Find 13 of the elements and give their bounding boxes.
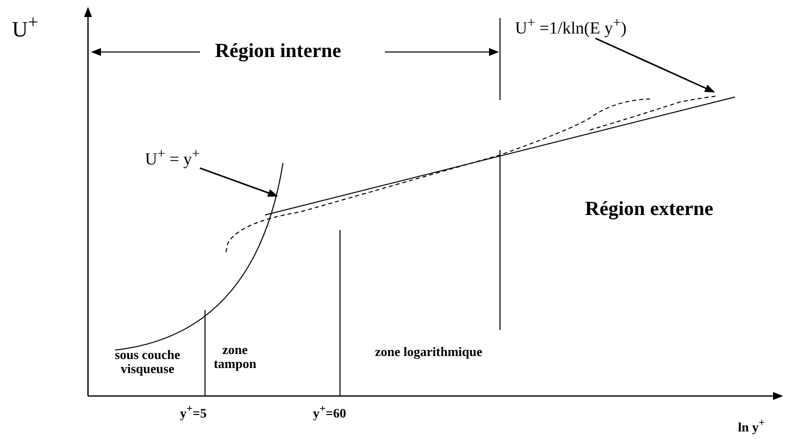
leader-line [200,167,278,197]
formula-label: U$^{+}$ = y$^{+}$ [145,147,200,170]
leader-line [595,38,715,93]
axis-label: U$^{+}$ [12,12,38,42]
zone-label: zone tampon [212,343,258,372]
tick-label: y$^{+}$=5 [180,404,207,421]
tick-label: y$^{+}$=60 [313,404,346,421]
axis-label: ln y$^{+}$ [738,418,765,435]
region-label: Région interne [215,40,342,62]
zone-label: zone logarithmique [375,345,482,360]
zone-label: sous couche visqueuse [114,348,182,377]
region-label: Région externe [585,198,714,220]
formula-label: U$^{+}$ =1/kln(E y$^{+}$) [515,16,627,38]
